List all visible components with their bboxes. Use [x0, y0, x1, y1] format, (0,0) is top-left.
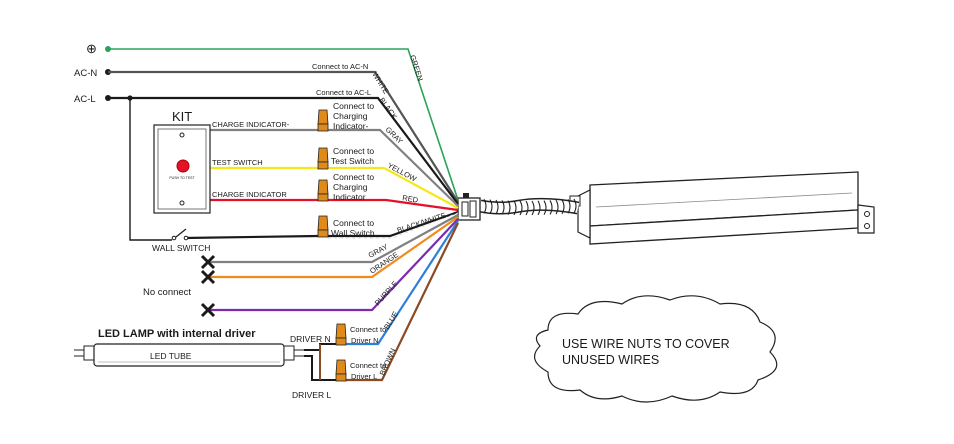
connect-charging-2: Charging [333, 182, 368, 192]
blue-wire [342, 220, 459, 346]
wire-label-blue: BLUE [382, 310, 400, 331]
connect-driver-n-2: Driver N [351, 336, 379, 345]
wire-nut-icon [317, 179, 329, 202]
flexible-conduit [478, 197, 580, 216]
wire-nut-icon [317, 109, 329, 132]
label-driver-n: DRIVER N [290, 334, 331, 344]
connect-test-1: Connect to [333, 146, 374, 156]
label-ac-n: AC-N [74, 68, 97, 79]
label-test-switch: TEST SWITCH [212, 158, 263, 167]
label-driver-l: DRIVER L [292, 390, 331, 400]
wire-label-green: GREEN [408, 54, 425, 82]
lamp-title: LED LAMP with internal driver [98, 328, 256, 340]
connect-ac-l: Connect to AC-L [316, 88, 371, 97]
wire-label-red: RED [402, 193, 420, 205]
connect-test-2: Test Switch [331, 156, 374, 166]
kit-wall-wire [183, 234, 319, 240]
label-charge-indicator: CHARGE INDICATOR [212, 190, 287, 199]
nc-orange-wire [208, 216, 459, 279]
wire-nut-icon [317, 147, 329, 170]
nc-purple-wire [208, 218, 459, 312]
connect-charging-3: Indicator [333, 192, 366, 202]
no-connect-x-icons [200, 254, 216, 318]
label-no-connect: No connect [143, 287, 191, 298]
note-line-1: USE WIRE NUTS TO COVER [562, 337, 730, 351]
connect-ac-n: Connect to AC-N [312, 62, 368, 71]
wire-label-white: WHITE [370, 70, 390, 95]
wire-nut-icon [335, 323, 347, 346]
conduit-connector [457, 193, 481, 221]
connect-driver-l-1: Connect to [350, 361, 386, 370]
connect-charging-neg-3: Indicator- [333, 121, 369, 131]
ac-n-line [105, 69, 459, 203]
kit-button-caption: PUSH TO TEST [169, 176, 195, 180]
connect-charging-neg-1: Connect to [333, 101, 374, 111]
led-tube-icon [74, 343, 304, 367]
ac-l-line [105, 95, 459, 241]
connect-driver-l-2: Driver L [351, 372, 377, 381]
label-ac-l: AC-L [74, 94, 96, 105]
kit-title: KIT [172, 109, 192, 124]
connect-wall-1: Connect to [333, 218, 374, 228]
connect-charging-1: Connect to [333, 172, 374, 182]
brown-wire [342, 222, 459, 382]
note-line-2: UNUSED WIRES [562, 353, 659, 367]
wire-label-black: BLACK [377, 96, 399, 121]
label-charge-indicator-neg: CHARGE INDICATOR- [212, 120, 290, 129]
nc-gray-wire [208, 214, 459, 264]
connect-wall-2: Wall Switch [331, 228, 375, 238]
wire-nuts [317, 109, 347, 382]
ground-line [105, 46, 459, 201]
connect-charging-neg-2: Charging [333, 111, 368, 121]
connect-driver-n-1: Connect to [350, 325, 386, 334]
wall-switch-icon [171, 228, 189, 241]
wire-label-purple: PURPLE [373, 279, 400, 307]
test-button-icon[interactable] [176, 159, 190, 173]
kit-panel [153, 124, 211, 214]
wire-nut-icon [335, 359, 347, 382]
ground-icon: ⊕ [86, 41, 97, 56]
label-wall-switch: WALL SWITCH [152, 243, 210, 253]
label-led-tube: LED TUBE [150, 351, 192, 361]
emergency-driver-unit [569, 171, 875, 245]
wire-nut-icon [317, 215, 329, 238]
note-cloud [533, 295, 778, 403]
